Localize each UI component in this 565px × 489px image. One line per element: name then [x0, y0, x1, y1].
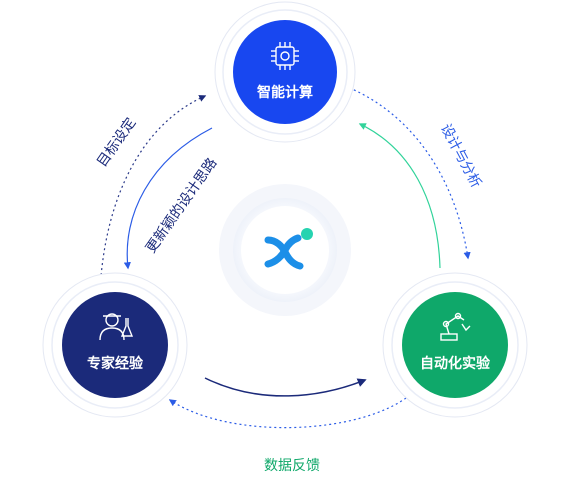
- edge-label-goal-setting: 目标设定: [94, 115, 139, 170]
- arc-expert-to-auto: [204, 377, 367, 397]
- arc-update-design: [123, 127, 213, 270]
- edge-label-data-feedback: 数据反馈: [264, 458, 320, 474]
- node-automated-experiment[interactable]: 自动化实验: [382, 272, 528, 418]
- robot-arm-icon: [440, 312, 471, 341]
- arc-data-feedback: [168, 394, 411, 429]
- logo-icon: [264, 228, 313, 270]
- edge-label-update-design: 更新颖的设计思路: [143, 155, 220, 256]
- node-intelligent-computing[interactable]: 智能计算: [214, 1, 356, 143]
- node-expert-experience[interactable]: 专家经验: [42, 272, 188, 418]
- arc-design-analysis: [358, 123, 441, 269]
- node-label-top: 智能计算: [256, 84, 313, 101]
- node-label-right: 自动化实验: [420, 355, 491, 372]
- arc-goal-setting: [99, 95, 207, 291]
- node-label-left: 专家经验: [87, 355, 144, 372]
- scientist-icon: [99, 313, 134, 341]
- arc-top-right: [339, 83, 471, 260]
- center-logo: [219, 184, 351, 316]
- chip-icon: [271, 42, 299, 70]
